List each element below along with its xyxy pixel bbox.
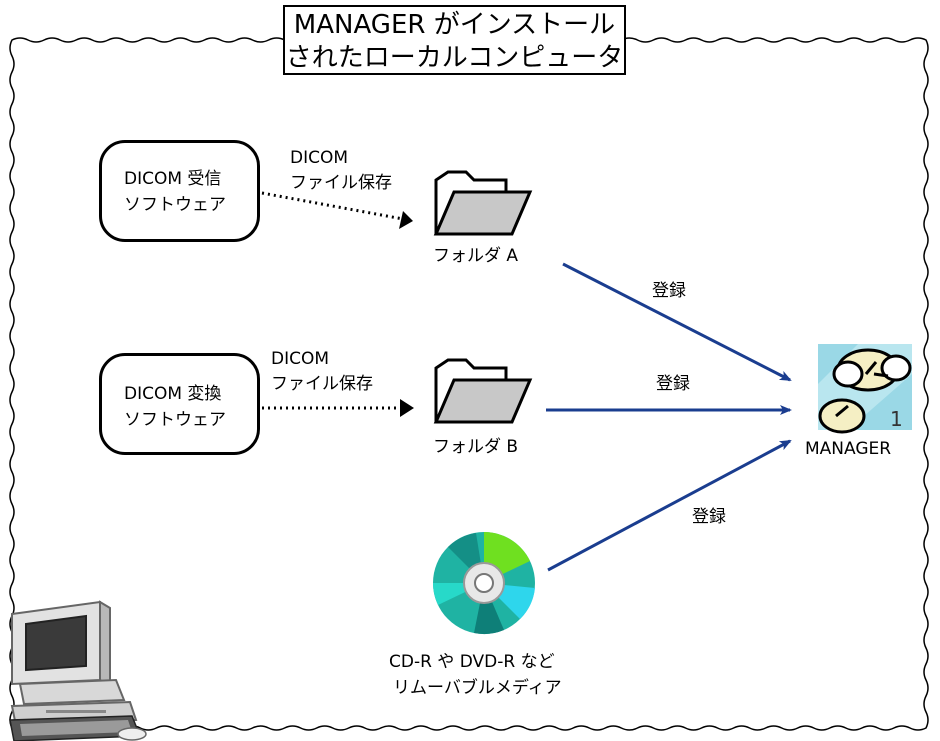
software-label-line2: ソフトウェア (124, 410, 226, 430)
computer-icon (9, 600, 147, 741)
register-label-media: 登録 (692, 507, 726, 527)
dicom-receive-software-box: DICOM 受信 ソフトウェア (99, 140, 260, 242)
title-box: MANAGER がインストール されたローカルコンピュータ (283, 5, 626, 75)
folder-b-icon (433, 358, 533, 424)
manager-label: MANAGER (805, 439, 892, 459)
save-label-b-line2: ファイル保存 (271, 374, 373, 394)
folder-b-label: フォルダ B (433, 437, 519, 457)
register-arrow-a (562, 262, 792, 382)
svg-text:1: 1 (890, 407, 903, 431)
folder-a-label: フォルダ A (433, 246, 519, 266)
manager-app-icon: 1 (818, 344, 912, 434)
dotted-arrow-a (261, 191, 413, 229)
save-label-a-line2: ファイル保存 (290, 173, 392, 193)
title-line-2: されたローカルコンピュータ (285, 43, 624, 73)
title-line-1: MANAGER がインストール (293, 10, 616, 40)
software-label-line1: DICOM 受信 (124, 169, 222, 189)
media-label-line2: リムーバブルメディア (393, 678, 562, 698)
register-label-a: 登録 (652, 281, 686, 301)
save-label-b-line1: DICOM (271, 349, 330, 369)
register-arrow-media (547, 439, 792, 572)
folder-a-icon (433, 170, 533, 236)
media-label-line1: CD-R や DVD-R など (389, 652, 555, 672)
dotted-arrow-b (262, 399, 414, 417)
register-label-b: 登録 (656, 374, 690, 394)
save-label-a-line1: DICOM (290, 148, 349, 168)
dicom-convert-software-box: DICOM 変換 ソフトウェア (99, 353, 260, 455)
software-label-line2: ソフトウェア (124, 195, 226, 215)
cd-disc-icon (433, 532, 535, 635)
software-label-line1: DICOM 変換 (124, 384, 222, 404)
